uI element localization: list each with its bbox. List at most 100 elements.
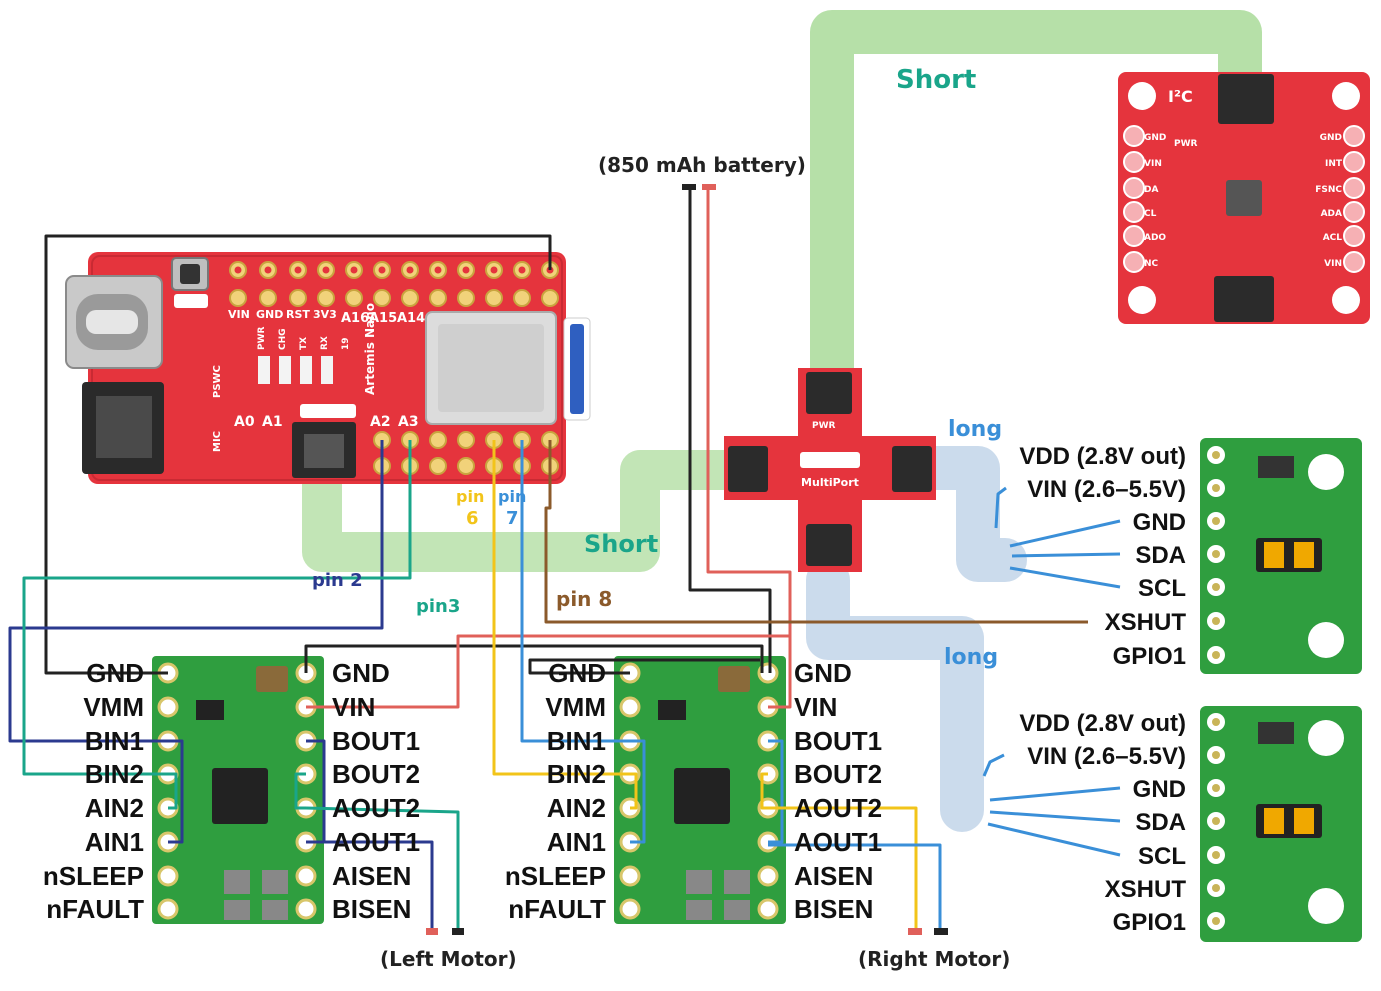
silk-gnd: GND [256,308,283,321]
silk-a2: A2 [370,414,391,430]
annotations: (850 mAh battery) Short Short long long … [312,65,1010,971]
imu-pin-da: DA [1144,185,1158,195]
right-driver-pin-bout2: BOUT2 [794,759,882,789]
left-driver-pin-bin1: BIN1 [85,726,144,756]
left-driver-labels: GND VMM BIN1 BIN2 AIN2 AIN1 nSLEEP nFAUL… [43,658,420,924]
wires [8,184,1121,935]
silk-a14: A14 [397,311,425,326]
short-annotation-top: Short [896,65,976,95]
tof-top-labels: VDD (2.8V out) VIN (2.6–5.5V) GND SDA SC… [1019,443,1186,670]
qwiic-cable-long-tof-top [914,446,1027,582]
left-driver-pin-vin: VIN [332,692,375,722]
wire-right-motor-a [768,806,918,930]
wire-tof-top-vin [994,486,1007,529]
silk-tx: TX [299,337,309,350]
left-driver-pin-vmm: VMM [83,692,144,722]
right-driver-pin-vmm: VMM [545,692,606,722]
tof-bottom-pin-gnd: GND [1133,776,1186,803]
silk-qwiic: qwiic [313,407,342,418]
multiport-qwiic-label: qwiic [814,454,846,467]
pin6-annotation-a: pin [456,487,484,506]
tof-bottom-pin-xshut: XSHUT [1105,876,1187,903]
left-driver-pin-bout1: BOUT1 [332,726,420,756]
right-driver-pin-gnd: GND [548,658,606,688]
qwiic-cable-long-tof-bottom [806,558,984,832]
left-driver-pin-bout2: BOUT2 [332,759,420,789]
silk-rst: RST [286,308,310,321]
long-annotation-top: long [948,417,1002,442]
pin7-annotation-b: 7 [506,508,519,529]
multiport-connector-right [892,446,932,492]
right-driver-pin-ain1: AIN1 [547,827,606,857]
wire-vin-left-driver [306,634,790,709]
imu-pin-gnd-l: GND [1144,133,1166,143]
imu-pin-fsnc: FSNC [1315,185,1342,195]
tof-bottom-pin-gpio1: GPIO1 [1113,909,1186,936]
left-driver-pin-bin2: BIN2 [85,759,144,789]
right-driver-labels: GND VMM BIN1 BIN2 AIN2 AIN1 nSLEEP nFAUL… [505,658,882,924]
left-driver-pin-gnd-r: GND [332,658,390,688]
silk-rx: RX [320,336,330,350]
tof-board-top [1200,438,1362,674]
imu-pin-vin-r: VIN [1324,259,1342,269]
imu-pin-nc: NC [1144,259,1159,269]
tof-board-bottom [1200,706,1362,942]
imu-qwiic-top [1218,74,1274,124]
battery-terminal-neg [682,184,696,190]
multiport-connector-bottom [806,524,852,566]
artemis-nano-board: RST VIN GND RST 3V3 A16 A15 A14 PWR CHG … [65,252,591,484]
left-driver-pin-aout1: AOUT1 [332,827,420,857]
right-driver-pin-nsleep: nSLEEP [505,861,606,891]
silk-3v3: 3V3 [313,308,337,321]
silk-vin: VIN [228,308,250,321]
wire-pin8-xshut [544,440,1088,624]
right-driver-pin-aisen: AISEN [794,861,873,891]
qwiic-cables [302,10,1262,832]
wire-tof-top-sda [1011,552,1121,558]
motor-driver-right-board [614,656,786,924]
long-annotation-bottom: long [944,645,998,670]
battery-terminal-pos [702,184,716,190]
right-driver-pin-vin: VIN [794,692,837,722]
qwiic-multiport-board: PWR qwiic MultiPort [724,368,936,572]
tof-bottom-pin-vdd: VDD (2.8V out) [1019,710,1186,737]
silk-a16: A16 [341,311,369,326]
tof-bottom-pin-vin: VIN (2.6–5.5V) [1027,743,1186,770]
right-motor-annotation: (Right Motor) [858,947,1010,971]
right-driver-pin-bisen: BISEN [794,894,873,924]
left-driver-pin-ain2: AIN2 [85,793,144,823]
wire-pin7 [520,440,630,743]
silk-a15: A15 [369,311,397,326]
wire-pin3 [22,440,412,776]
multiport-connector-left [728,446,768,492]
wire-tof-bottom-vin [982,753,1005,777]
imu-pin-ado: ADO [1144,233,1166,243]
silk-chg: CHG [278,328,288,350]
imu-board: I²C PWR GND VIN DA CL ADO NC GND INT FSN… [1118,72,1370,324]
wire-left-bout2-aout2 [294,772,306,810]
silk-pswc: PSWC [212,365,223,398]
wire-tof-top-scl [1009,566,1121,589]
imu-pwr-label: PWR [1174,139,1198,149]
artemis-top-header [229,261,559,307]
silk-mic: MIC [212,431,223,452]
silk-a1: A1 [262,414,283,430]
right-motor-terminal-a [908,928,922,935]
pin2-annotation: pin 2 [312,570,363,591]
imu-i2c-label: I²C [1168,87,1193,106]
left-driver-pin-bisen: BISEN [332,894,411,924]
tof-top-pin-sda: SDA [1135,542,1186,569]
silk-pwr: PWR [257,326,267,350]
right-driver-pin-bin1: BIN1 [547,726,606,756]
right-driver-pin-bin2: BIN2 [547,759,606,789]
imu-pin-vin-l: VIN [1144,159,1162,169]
wire-right-bout2-aout2 [760,772,768,810]
tof-top-pin-xshut: XSHUT [1105,609,1187,636]
wire-left-motor-b [305,806,460,930]
tof-top-pin-gpio1: GPIO1 [1113,643,1186,670]
left-driver-pin-aout2: AOUT2 [332,793,420,823]
wire-pin2 [8,440,384,743]
left-driver-pin-ain1: AIN1 [85,827,144,857]
tof-bottom-pin-sda: SDA [1135,809,1186,836]
wire-pin6 [492,440,630,776]
